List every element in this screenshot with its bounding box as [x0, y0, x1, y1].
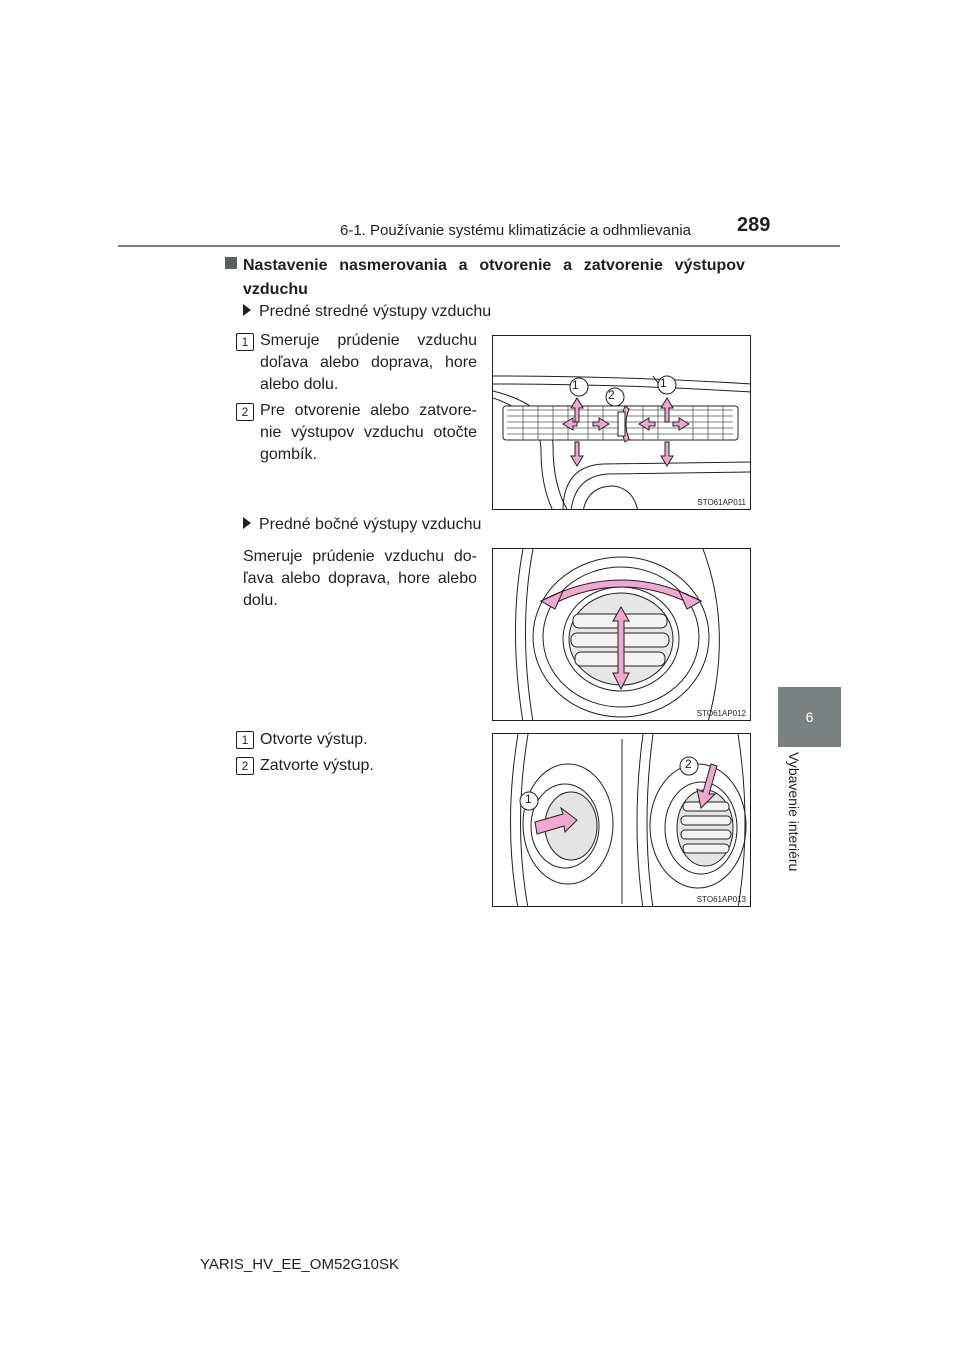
text-line: Smeruje prúdenie vzduchu: [260, 332, 477, 349]
text-line: Smeruje prúdenie vzduchu do-: [243, 548, 477, 565]
front-center-item-2: Pre otvorenie alebo zatvore- nie výstupo…: [260, 400, 477, 466]
section-heading-w6: výstupov: [674, 257, 745, 274]
close-vent-text: Zatvorte výstup.: [260, 757, 374, 774]
text-line: gombík.: [260, 446, 317, 463]
chapter-tab-number: 6: [805, 709, 814, 725]
item-number-badge: 1: [236, 731, 254, 749]
chapter-tab-label: Vybavenie interiéru: [770, 752, 850, 888]
callout-1b: 1: [660, 376, 667, 390]
front-center-item-1: Smeruje prúdenie vzduchu doľava alebo do…: [260, 330, 477, 396]
open-vent-text: Otvorte výstup.: [260, 731, 368, 748]
side-vent-illustration: [515, 549, 720, 720]
item-number-badge: 2: [236, 757, 254, 775]
bullet-front-center: Predné stredné výstupy vzduchu: [243, 303, 491, 321]
item-number-badge: 1: [236, 333, 254, 351]
text-line: doľava alebo doprava, hore: [260, 354, 477, 371]
text-line: nie výstupov vzduchu otočte: [260, 424, 477, 441]
center-vents-illustration: [493, 375, 750, 509]
section-heading-line1: Nastavenie nasmerovania a otvorenie a za…: [225, 254, 745, 278]
front-side-text: Smeruje prúdenie vzduchu do- ľava alebo …: [243, 546, 477, 612]
page-number: 289: [737, 214, 771, 236]
chapter-tab-label-text: Vybavenie interiéru: [786, 752, 802, 872]
section-heading-w5: zatvorenie: [583, 257, 663, 274]
triangle-bullet-icon: [243, 304, 251, 316]
figure-side-vent: STO61AP012: [492, 548, 751, 721]
section-heading-w3: otvorenie: [479, 257, 552, 274]
square-bullet-icon: [225, 257, 237, 269]
figure-code: STO61AP012: [696, 709, 746, 718]
item-number-badge: 2: [236, 403, 254, 421]
text-line: Pre otvorenie alebo zatvore-: [260, 402, 477, 419]
manual-code-footer: YARIS_HV_EE_OM52G10SK: [200, 1256, 399, 1273]
text-line: ľava alebo doprava, hore alebo: [243, 570, 477, 587]
section-heading-w0: Nastavenie: [225, 254, 328, 278]
open-close-illustration: [510, 734, 747, 906]
figure-code: STO61AP011: [697, 498, 746, 507]
text-line: alebo dolu.: [260, 376, 339, 393]
chapter-title: 6-1. Používanie systému klimatizácie a o…: [340, 222, 691, 239]
figure-code: STO61AP013: [696, 895, 746, 904]
triangle-bullet-icon: [243, 517, 251, 529]
chapter-tab: [778, 687, 841, 747]
figure-open-close: 1 2 STO61AP013: [492, 733, 751, 907]
section-heading-w4: a: [563, 257, 572, 274]
callout-1: 1: [525, 792, 532, 806]
section-heading: Nastavenie nasmerovania a otvorenie a za…: [225, 254, 745, 302]
bullet-front-side: Predné bočné výstupy vzduchu: [243, 516, 481, 534]
section-heading-line2: vzduchu: [243, 281, 308, 298]
figure-center-vents: 1 2 1 STO61AP011: [492, 335, 751, 510]
section-heading-w1: nasmerovania: [339, 257, 447, 274]
callout-2: 2: [608, 388, 615, 402]
header-rule: [118, 245, 840, 247]
section-heading-w2: a: [458, 257, 468, 274]
callout-1a: 1: [572, 378, 579, 392]
callout-2: 2: [685, 757, 692, 771]
text-line: dolu.: [243, 592, 278, 609]
